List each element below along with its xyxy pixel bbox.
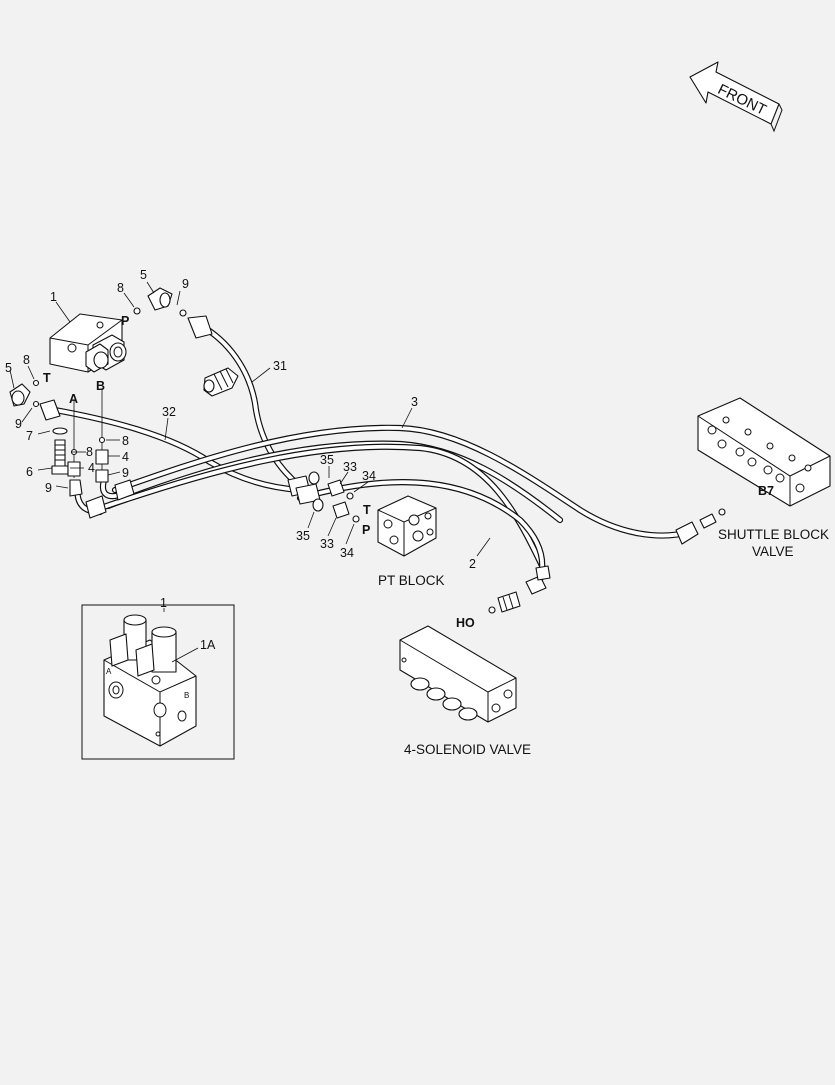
callout-8-left: 8: [23, 353, 30, 367]
four-solenoid-valve: [399, 625, 517, 723]
callout-33-top: 33: [343, 460, 357, 474]
callout-5-top: 5: [140, 268, 147, 282]
callout-9-left: 9: [15, 417, 22, 431]
callout-33-bot: 33: [320, 537, 334, 551]
pt-block-label: PT BLOCK: [378, 573, 445, 588]
fittings-ho: [488, 565, 551, 614]
callout-9-r: 9: [122, 466, 129, 480]
callout-1: 1: [50, 290, 57, 304]
inset-detail: [81, 604, 235, 760]
port-b7: B7: [758, 484, 774, 498]
port-t-left: T: [43, 371, 51, 385]
port-ho: HO: [456, 616, 475, 630]
leader-lines: [9, 281, 491, 663]
callout-5-left: 5: [5, 361, 12, 375]
callout-9-top: 9: [182, 277, 189, 291]
fittings-left: [9, 379, 135, 519]
callout-35-top: 35: [320, 453, 334, 467]
callout-4-r1: 4: [88, 461, 95, 475]
callout-4-r2: 4: [122, 450, 129, 464]
shuttle-block-valve: [675, 397, 831, 545]
callout-numbers: 1 5 8 9 31 5 8 9 7 6 9 8 4 8 4 9 32 3 35…: [5, 268, 476, 652]
callout-1-inset: 1: [160, 596, 167, 610]
callout-35-bot: 35: [296, 529, 310, 543]
valve-block-1: [49, 313, 127, 373]
inset-port-b: B: [184, 691, 189, 700]
port-p-top: P: [121, 314, 129, 328]
callout-7: 7: [26, 429, 33, 443]
hoses: [51, 324, 694, 584]
inset-port-a: A: [106, 667, 112, 676]
port-b: B: [96, 379, 105, 393]
callout-8-top: 8: [117, 281, 124, 295]
callout-32: 32: [162, 405, 176, 419]
port-a: A: [69, 392, 78, 406]
port-t-pt: T: [363, 503, 371, 517]
callout-31: 31: [273, 359, 287, 373]
callout-8-r2: 8: [122, 434, 129, 448]
port-p-pt: P: [362, 523, 370, 537]
callout-9-low: 9: [45, 481, 52, 495]
fittings-top: [133, 287, 239, 397]
fittings-pt: [287, 471, 360, 523]
port-letters: P T A B T P B7 HO A B: [43, 314, 774, 700]
callout-6: 6: [26, 465, 33, 479]
callout-8-r1: 8: [86, 445, 93, 459]
shuttle-block-label-1: SHUTTLE BLOCK: [718, 527, 829, 542]
front-arrow: FRONT: [689, 61, 783, 133]
callout-2: 2: [469, 557, 476, 571]
callout-3: 3: [411, 395, 418, 409]
pt-block: [377, 495, 437, 557]
component-titles: PT BLOCK SHUTTLE BLOCK VALVE 4-SOLENOID …: [378, 527, 829, 757]
callout-34-top: 34: [362, 469, 376, 483]
callout-1a: 1A: [200, 638, 216, 652]
callout-34-bot: 34: [340, 546, 354, 560]
solenoid-valve-label: 4-SOLENOID VALVE: [404, 742, 531, 757]
shuttle-block-label-2: VALVE: [752, 544, 794, 559]
